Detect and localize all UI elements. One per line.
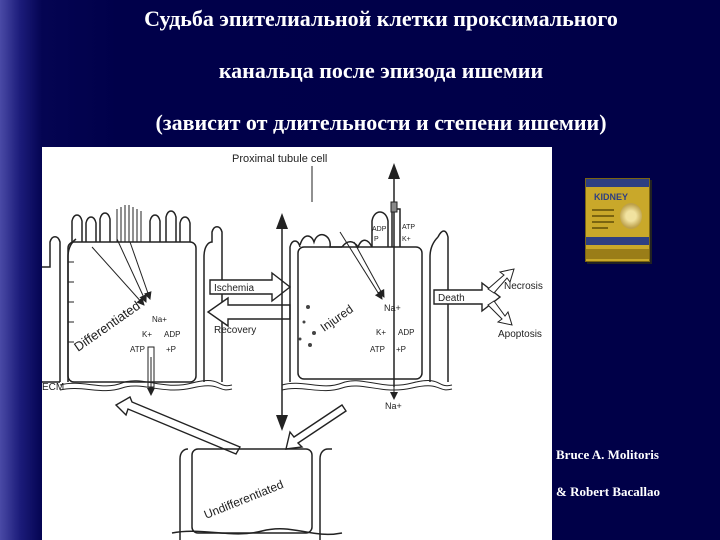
- cell-debris: [298, 305, 316, 347]
- right-adp-top: ADP: [372, 226, 387, 233]
- ecm-fibers-right: [281, 380, 453, 392]
- book-title: KIDNEY: [594, 192, 629, 202]
- author-line-2: & Robert Bacallao: [556, 484, 660, 499]
- right-p: +P: [396, 345, 406, 354]
- undifferentiated-cell-group: [171, 448, 343, 540]
- svg-text:Recovery: Recovery: [214, 325, 256, 336]
- diagram-header: Proximal tubule cell: [232, 153, 327, 165]
- lateral-membrane-ticks: [68, 261, 74, 343]
- svg-text:Necrosis: Necrosis: [504, 281, 543, 292]
- right-na: Na+: [384, 303, 401, 313]
- svg-text:Ischemia: Ischemia: [214, 283, 254, 294]
- textbook-cover-image: KIDNEY: [585, 178, 650, 262]
- left-na: Na+: [152, 315, 167, 324]
- necrosis-arrow: Necrosis: [487, 268, 543, 294]
- arrow-to-differentiated: [114, 395, 242, 455]
- left-p: +P: [166, 345, 176, 354]
- book-cover-cell-icon: [620, 203, 642, 229]
- left-arrow-3: [129, 241, 152, 300]
- ischemia-arrow: Ischemia: [209, 271, 292, 303]
- right-arrow-1: [339, 231, 383, 300]
- right-k: K+: [376, 328, 386, 337]
- right-na-out: Na+: [385, 401, 402, 411]
- left-atp: ATP: [130, 345, 145, 354]
- svg-text:Death: Death: [438, 293, 465, 304]
- right-adp: ADP: [398, 328, 414, 337]
- left-arrow-1: [91, 246, 145, 306]
- arrow-from-injured: [285, 404, 347, 450]
- left-k: K+: [142, 330, 152, 339]
- ecm-fibers-left: [59, 380, 233, 392]
- right-p-top: P: [374, 236, 379, 243]
- label-injured: Injured: [318, 302, 356, 335]
- right-arrow-2: [353, 241, 385, 298]
- proximal-tubule-diagram: Proximal tubule cell Differentiated Na+ …: [42, 147, 552, 540]
- injured-cell-group: [289, 208, 449, 382]
- svg-text:Apoptosis: Apoptosis: [498, 329, 542, 340]
- slide-title-line-3: (зависит от длительности и степени ишеми…: [155, 110, 607, 135]
- label-ecm: ECM: [42, 382, 64, 393]
- left-arrow-2: [116, 238, 147, 303]
- differentiated-cell-group: [42, 210, 223, 383]
- microvilli-bundle: [116, 205, 142, 242]
- right-atp: ATP: [370, 345, 385, 354]
- slide-title-line-1: Судьба эпителиальной клетки проксимально…: [144, 6, 618, 31]
- right-atp-top: ATP: [402, 224, 415, 231]
- slide-title-line-2: канальца после эпизода ишемии: [218, 58, 544, 83]
- author-line-1: Bruce A. Molitoris: [556, 447, 659, 462]
- recovery-arrow: Recovery: [206, 296, 291, 336]
- right-k-top: K+: [402, 236, 411, 243]
- left-adp: ADP: [164, 330, 180, 339]
- label-undifferentiated: Undifferentiated: [202, 477, 286, 522]
- apoptosis-arrow: Apoptosis: [487, 300, 542, 340]
